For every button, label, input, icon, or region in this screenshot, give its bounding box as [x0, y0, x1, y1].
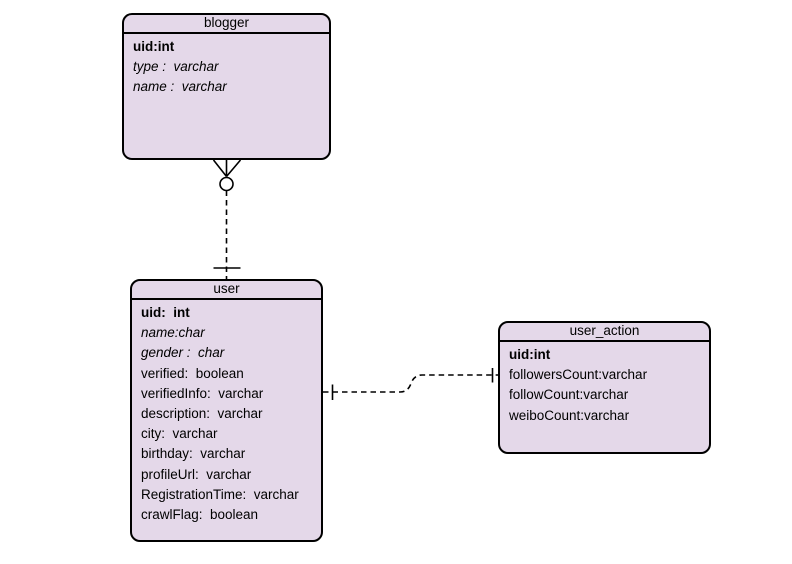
entity-attribute: description: varchar	[141, 406, 263, 422]
entity-attributes: uid:int type : varchar name : varchar	[124, 34, 329, 98]
entity-attribute: verified: boolean	[141, 365, 244, 381]
entity-attribute: followersCount:varchar	[509, 367, 648, 383]
entity-attribute: followCount:varchar	[509, 387, 629, 403]
entity-user[interactable]: user uid: int name:char gender : char verif…	[130, 279, 323, 542]
entity-blogger[interactable]: blogger uid:int type : varchar name : varc…	[122, 13, 331, 160]
entity-attributes: uid:int followersCount:varchar followCount…	[500, 342, 709, 426]
entity-title: user_action	[500, 323, 709, 342]
entity-attribute: birthday: varchar	[141, 446, 246, 462]
entity-user-action[interactable]: user_action uid:int followersCount:varcha…	[498, 321, 711, 454]
entity-attribute: type : varchar	[133, 59, 219, 75]
entity-attribute: gender : char	[141, 345, 225, 361]
relationship-blogger-user[interactable]	[212, 159, 242, 279]
entity-attribute: uid:int	[509, 347, 551, 362]
entity-attribute: name:char	[141, 325, 205, 341]
entity-attribute: crawlFlag: boolean	[141, 507, 259, 523]
entity-attribute: profileUrl: varchar	[141, 466, 252, 482]
entity-title: user	[132, 281, 321, 300]
entity-attribute: name : varchar	[133, 79, 227, 95]
entity-attribute: weiboCount:varchar	[509, 407, 630, 423]
relationship-user-user-action[interactable]	[323, 368, 498, 400]
dashed-relationship-line	[323, 374, 498, 393]
entity-attributes: uid: int name:char gender : char verified: …	[132, 300, 321, 525]
entity-attribute: RegistrationTime: varchar	[141, 486, 299, 502]
entity-attribute: uid:int	[133, 39, 175, 54]
zero-circle-marker	[219, 176, 234, 192]
entity-attribute: city: varchar	[141, 426, 218, 442]
crow-foot-many-marker	[212, 159, 242, 178]
entity-title: blogger	[124, 15, 329, 34]
entity-attribute: uid: int	[141, 305, 190, 320]
entity-attribute: verifiedInfo: varchar	[141, 385, 264, 401]
